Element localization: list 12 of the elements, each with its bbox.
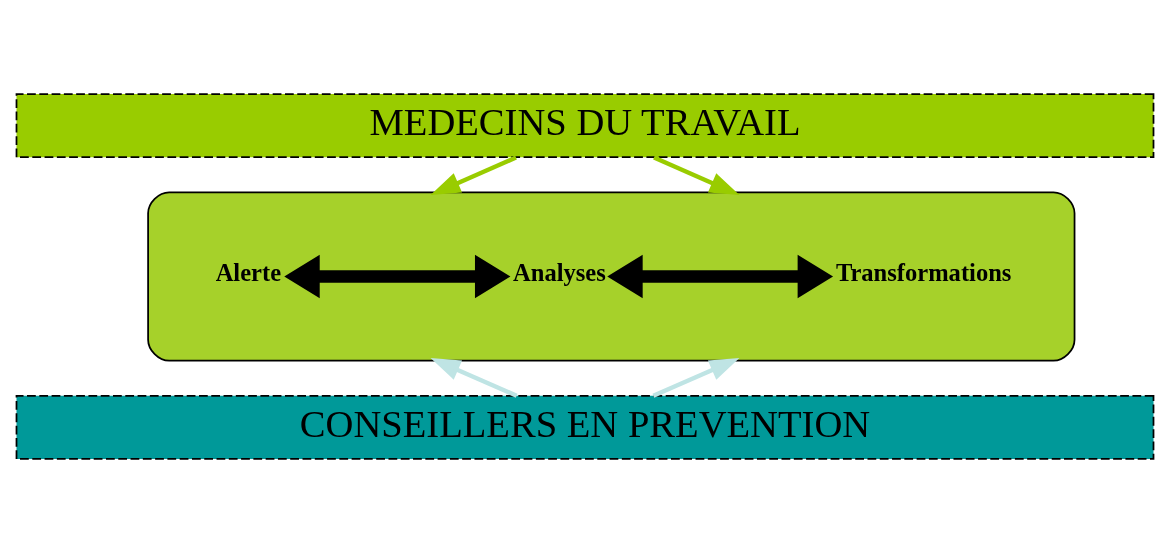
arrow <box>430 155 517 195</box>
node-text: Alerte <box>215 258 282 286</box>
arrow <box>430 357 518 398</box>
node-text: Analyses <box>513 258 606 286</box>
node-box: MEDECINS DU TRAVAIL <box>15 92 1155 158</box>
arrow <box>284 254 511 298</box>
arrow <box>607 254 834 298</box>
node-text: Transformations <box>835 258 1012 286</box>
arrow <box>652 357 740 398</box>
node-box: CONSEILLERS EN PREVENTION <box>15 394 1155 460</box>
arrow <box>653 155 740 195</box>
cluster <box>147 190 1076 362</box>
